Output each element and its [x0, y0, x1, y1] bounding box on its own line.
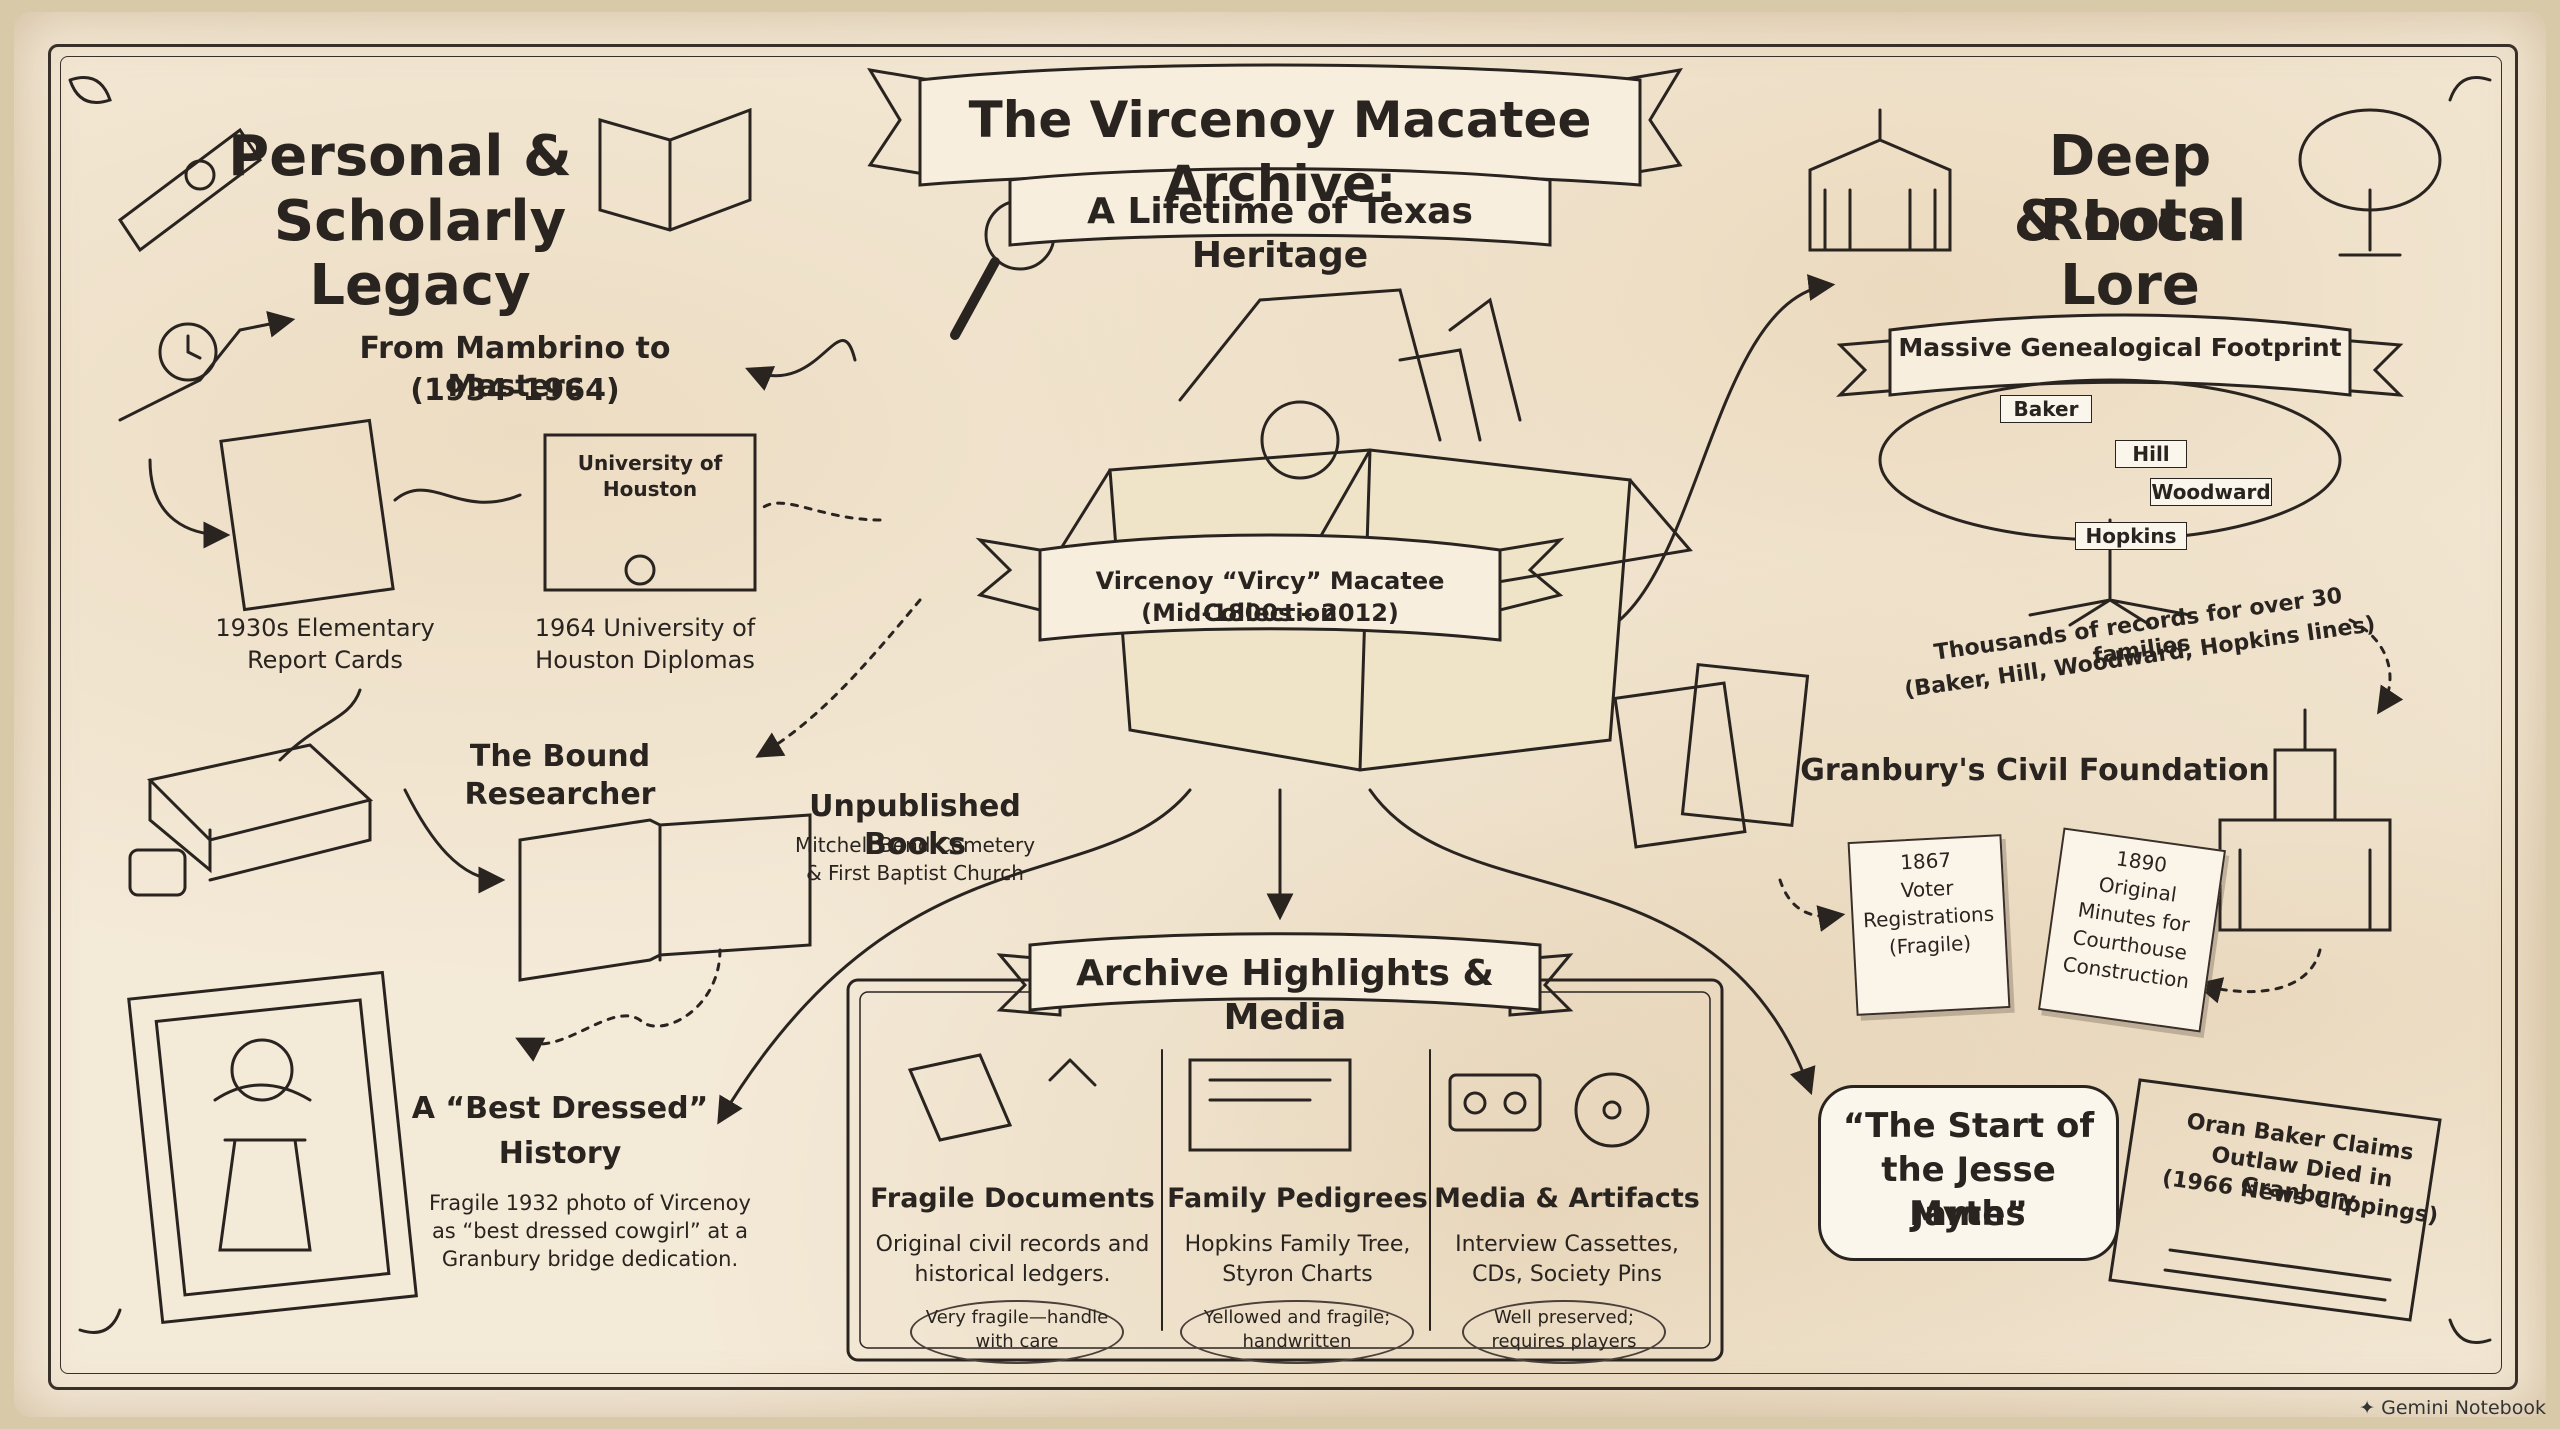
inner-frame — [60, 56, 2502, 1374]
jesse-line-2: the Jesse James — [1881, 1150, 2056, 1234]
section-title-roots: Deep Roots — [2039, 124, 2221, 253]
highlight-col2-note-1: Yellowed and fragile; — [1203, 1307, 1391, 1328]
diploma-caption-2: Houston Diplomas — [535, 646, 755, 674]
best-dressed-heading: A “Best Dressed” — [411, 1091, 709, 1126]
highlight-col3-line1: Interview Cassettes, — [1455, 1232, 1679, 1257]
report-cards-caption: 1930s Elementary — [215, 614, 435, 642]
bound-researcher-heading: The Bound Researcher — [464, 739, 656, 812]
highlight-col1-note-1: Very fragile—handle — [925, 1307, 1109, 1328]
tree-name-hill: Hill — [2115, 440, 2187, 468]
tree-name-baker: Baker — [2000, 395, 2092, 423]
jesse-line-1: “The Start of — [1842, 1106, 2095, 1146]
diploma-heading: University of Houston — [577, 451, 723, 501]
highlight-col1-title: Fragile Documents — [870, 1183, 1155, 1214]
photo-caption-1: Fragile 1932 photo of Vircenoy — [429, 1191, 751, 1215]
granbury-heading: Granbury's Civil Foundation — [1800, 753, 2270, 788]
jesse-james-quote-bubble: “The Start of the Jesse James Myth” — [1818, 1085, 2119, 1261]
highlight-col2-line2: Styron Charts — [1222, 1262, 1373, 1287]
section-title-roots-2: & Local Lore — [2013, 189, 2247, 318]
highlight-col1-line1: Original civil records and — [875, 1232, 1150, 1257]
unpublished-books-line2: & First Baptist Church — [806, 861, 1024, 885]
highlight-col1-line2: historical ledgers. — [914, 1262, 1111, 1287]
jesse-line-3: Myth” — [1909, 1194, 2028, 1234]
mambrino-heading: From Mambrino to Masters — [359, 331, 671, 404]
courthouse-minutes-note: 1890 Original Minutes for Courthouse Con… — [2037, 827, 2227, 1033]
collection-label: Vircenoy “Vircy” Macatee Collection — [1095, 567, 1445, 627]
outer-frame — [48, 44, 2518, 1390]
highlight-col2-note: Yellowed and fragile; handwritten — [1180, 1300, 1414, 1364]
highlight-col2-line1: Hopkins Family Tree, — [1184, 1232, 1411, 1257]
highlight-col3-note-1: Well preserved; — [1493, 1307, 1635, 1328]
watermark-label: ✦ Gemini Notebook — [2359, 1397, 2546, 1419]
mambrino-years: (1934–1964) — [410, 373, 620, 408]
highlight-col3-note: Well preserved; requires players — [1462, 1300, 1666, 1364]
photo-caption-2: as “best dressed cowgirl” at a — [431, 1219, 749, 1243]
collection-dates: (Mid-1800s – 2012) — [1141, 599, 1399, 627]
highlight-col3-line2: CDs, Society Pins — [1472, 1262, 1662, 1287]
sparkle-icon: ✦ — [2359, 1397, 2376, 1419]
tree-name-woodward: Woodward — [2150, 478, 2272, 506]
unpublished-books-line1: Mitchell Bend Cemetery — [794, 833, 1036, 857]
watermark-text: Gemini Notebook — [2381, 1397, 2546, 1419]
section-title-personal: Personal & — [228, 124, 572, 189]
highlights-heading: Archive Highlights & Media — [1076, 953, 1494, 1038]
page-subtitle: A Lifetime of Texas Heritage — [1087, 191, 1473, 276]
highlight-col2-note-2: handwritten — [1242, 1331, 1352, 1352]
genealogy-banner-label: Massive Genealogical Footprint — [1898, 333, 2342, 362]
unpublished-books-heading: Unpublished Books — [809, 789, 1021, 862]
page-title: The Vircenoy Macatee Archive: — [968, 91, 1592, 213]
note1-line4: (Fragile) — [1888, 930, 1972, 960]
tree-name-hopkins: Hopkins — [2075, 522, 2187, 550]
highlight-col1-note-2: with care — [975, 1331, 1059, 1352]
highlight-col3-note-2: requires players — [1491, 1331, 1637, 1352]
photo-caption-3: Granbury bridge dedication. — [441, 1247, 739, 1271]
report-cards-caption-2: Report Cards — [247, 646, 403, 674]
best-dressed-heading-2: History — [498, 1136, 622, 1171]
voter-registrations-note: 1867 Voter Registrations (Fragile) — [1847, 834, 2011, 1016]
section-title-personal-2: Scholarly Legacy — [273, 189, 567, 318]
highlight-col2-title: Family Pedigrees — [1167, 1183, 1428, 1214]
diploma-caption: 1964 University of — [534, 614, 756, 642]
highlight-col1-note: Very fragile—handle with care — [910, 1300, 1124, 1364]
highlight-col3-title: Media & Artifacts — [1434, 1183, 1700, 1214]
